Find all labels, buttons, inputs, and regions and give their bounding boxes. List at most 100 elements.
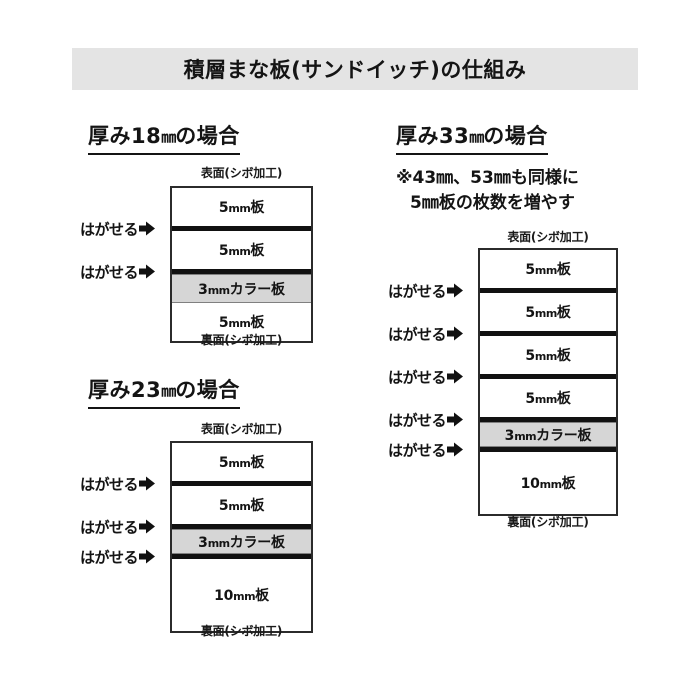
layer-unit: mm <box>228 202 251 215</box>
top-face-label-thickness-33: 表面(シボ加工) <box>507 230 589 244</box>
layer-label: 3mmカラー板 <box>198 532 285 552</box>
layer-suffix: 板 <box>250 243 265 259</box>
peel-label-thickness-33-0: はがせる <box>388 280 464 301</box>
layer-thickness-33-4: 3mmカラー板 <box>480 422 616 447</box>
layer-suffix: 板 <box>255 588 269 604</box>
peel-label-text: はがせる <box>388 441 447 459</box>
right-arrow-icon <box>447 326 464 341</box>
peel-label-text: はがせる <box>80 518 139 536</box>
layer-value: 5 <box>218 498 229 514</box>
top-face-label-thickness-18: 表面(シボ加工) <box>200 166 283 180</box>
layer-thickness-33-0: 5mm板 <box>480 250 616 288</box>
bottom-face-label-thickness-33: 裏面(シボ加工) <box>507 515 589 529</box>
heading-unit: ㎜ <box>469 128 484 146</box>
layer-unit: mm <box>534 393 557 406</box>
peel-label-text: はがせる <box>80 475 139 493</box>
layer-value: 5 <box>218 243 229 259</box>
layer-thickness-18-0: 5mm板 <box>172 188 311 226</box>
layer-thickness-33-5: 10mm板 <box>480 452 616 514</box>
peel-label-text: はがせる <box>388 368 447 386</box>
layer-suffix: 板 <box>250 315 265 331</box>
layer-suffix: 板 <box>556 391 571 407</box>
layer-thickness-33-2: 5mm板 <box>480 336 616 374</box>
layer-unit: mm <box>228 457 251 470</box>
layer-thickness-23-1: 5mm板 <box>172 486 311 524</box>
note-line-1: ※43㎜、53㎜も同様に <box>396 168 579 188</box>
layer-value: 5 <box>525 305 535 321</box>
layer-unit: mm <box>228 245 251 258</box>
heading-unit: ㎜ <box>161 128 176 146</box>
peelable-separator-thickness-18-0 <box>172 226 311 231</box>
peel-label-text: はがせる <box>388 282 447 300</box>
layer-unit: mm <box>534 264 557 277</box>
right-arrow-icon <box>139 519 156 534</box>
layer-label: 5mm板 <box>219 240 264 260</box>
layer-unit: mm <box>514 429 537 443</box>
right-arrow-icon <box>447 442 464 457</box>
layer-unit: mm <box>539 478 562 491</box>
layer-label: 5mm板 <box>525 302 570 322</box>
note-line-2: 5㎜板の枚数を増やす <box>410 192 575 213</box>
layer-label: 3mmカラー板 <box>505 425 592 445</box>
layer-unit: mm <box>207 536 230 550</box>
heading-suffix: の場合 <box>175 378 240 402</box>
peel-label-text: はがせる <box>388 325 447 343</box>
peelable-separator-thickness-33-0 <box>480 288 616 293</box>
layer-value: 10 <box>520 476 540 492</box>
peelable-separator-thickness-18-1 <box>172 269 311 274</box>
layer-thickness-18-2: 3mmカラー板 <box>172 274 311 303</box>
layer-value: 5 <box>525 391 535 407</box>
section-note-thickness-33: ※43㎜、53㎜も同様に 5㎜板の枚数を増やす <box>396 166 579 215</box>
peel-label-thickness-23-2: はがせる <box>80 546 156 567</box>
layer-label: 10mm板 <box>521 473 576 493</box>
peel-label-thickness-33-3: はがせる <box>388 409 464 430</box>
layer-label: 5mm板 <box>525 259 570 279</box>
layer-value: 5 <box>218 200 229 216</box>
layer-value: 5 <box>218 315 229 331</box>
right-arrow-icon <box>139 549 156 564</box>
layer-thickness-18-1: 5mm板 <box>172 231 311 269</box>
layer-value: 5 <box>525 348 535 364</box>
layer-suffix: 板 <box>250 498 265 514</box>
section-heading-thickness-33: 厚み33㎜の場合 <box>396 120 548 155</box>
right-arrow-icon <box>139 264 156 279</box>
heading-unit: ㎜ <box>161 382 176 400</box>
layer-value: 3 <box>504 427 515 444</box>
layer-suffix: カラー板 <box>536 427 592 444</box>
peelable-separator-thickness-33-2 <box>480 374 616 379</box>
peel-label-thickness-18-0: はがせる <box>80 218 156 239</box>
layer-thickness-33-3: 5mm板 <box>480 379 616 417</box>
peel-label-text: はがせる <box>80 220 139 238</box>
layer-value: 5 <box>218 455 229 471</box>
right-arrow-icon <box>447 412 464 427</box>
layer-unit: mm <box>534 307 557 320</box>
peel-label-thickness-23-1: はがせる <box>80 516 156 537</box>
title-banner: 積層まな板(サンドイッチ)の仕組み <box>72 48 638 90</box>
layer-unit: mm <box>228 500 251 513</box>
peel-label-thickness-23-0: はがせる <box>80 473 156 494</box>
layer-unit: mm <box>228 317 251 330</box>
peelable-separator-thickness-23-0 <box>172 481 311 486</box>
layer-thickness-23-3: 10mm板 <box>172 559 311 631</box>
layer-suffix: 板 <box>556 305 571 321</box>
right-arrow-icon <box>447 283 464 298</box>
peelable-separator-thickness-33-4 <box>480 447 616 452</box>
heading-suffix: の場合 <box>175 124 240 148</box>
layer-label: 3mmカラー板 <box>198 279 285 299</box>
layer-label: 5mm板 <box>525 345 570 365</box>
peel-label-text: はがせる <box>80 548 139 566</box>
peel-label-thickness-33-2: はがせる <box>388 366 464 387</box>
top-face-label-thickness-23: 表面(シボ加工) <box>200 422 283 436</box>
layer-label: 5mm板 <box>219 197 264 217</box>
layer-value: 3 <box>198 281 208 298</box>
layer-value: 10 <box>214 588 234 604</box>
layer-suffix: 板 <box>250 200 265 216</box>
section-heading-thickness-18: 厚み18㎜の場合 <box>88 120 240 155</box>
section-heading-thickness-23: 厚み23㎜の場合 <box>88 374 240 409</box>
layer-label: 10mm板 <box>214 585 269 605</box>
page-title: 積層まな板(サンドイッチ)の仕組み <box>183 58 527 82</box>
